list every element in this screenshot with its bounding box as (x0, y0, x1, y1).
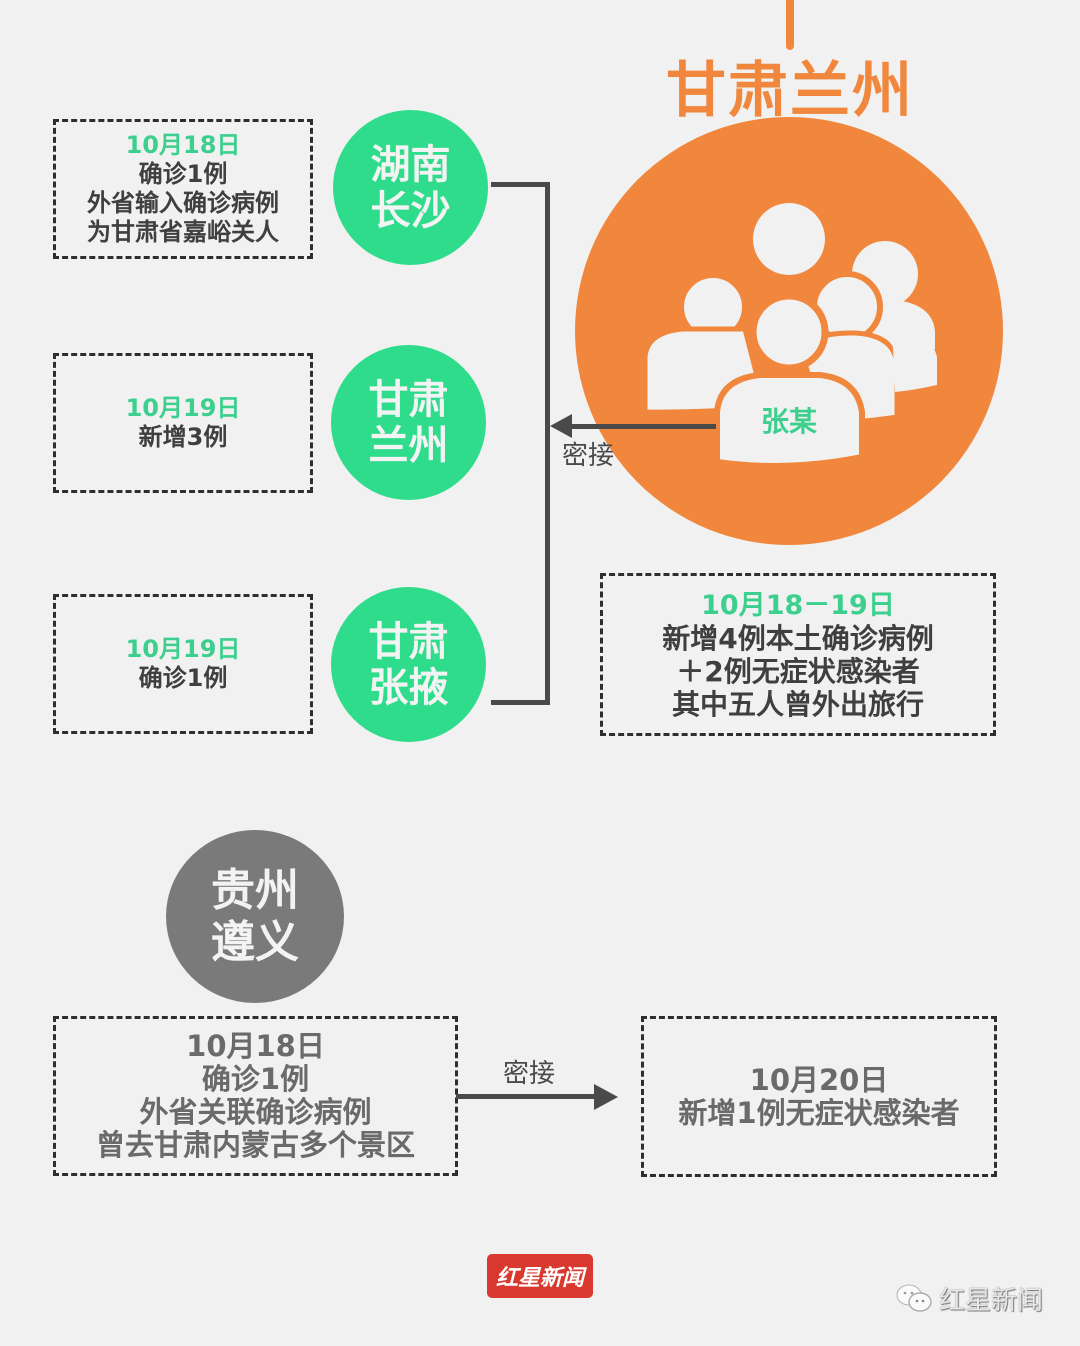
location-info-box: 10月19日 新增3例 (53, 353, 313, 493)
location-name-line: 湖南 (370, 141, 451, 188)
arrow-right-icon (594, 1084, 618, 1110)
guizhou-circle: 贵州 遵义 (166, 830, 344, 1003)
arrow-left-icon (550, 414, 572, 438)
date-label: 10月19日 (125, 394, 241, 422)
date-label: 10月20日 (749, 1062, 889, 1097)
info-line: ＋2例无症状感染者 (676, 654, 920, 688)
contact-arrow-line (456, 1094, 596, 1099)
info-line: 新增4例本土确诊病例 (662, 621, 934, 655)
top-connector-line (786, 0, 794, 50)
info-line: 外省关联确诊病例 (139, 1095, 372, 1129)
location-circle: 湖南 长沙 (333, 110, 488, 265)
date-label: 10月18－19日 (701, 589, 895, 621)
location-circle: 甘肃 兰州 (331, 345, 486, 500)
cluster-summary-box: 10月18－19日 新增4例本土确诊病例 ＋2例无症状感染者 其中五人曾外出旅行 (600, 573, 996, 736)
info-line: 新增1例无症状感染者 (678, 1095, 960, 1130)
location-name-line: 兰州 (368, 422, 449, 469)
bracket-bottom (491, 700, 550, 705)
info-line: 其中五人曾外出旅行 (671, 687, 924, 721)
people-group-icon (642, 203, 937, 469)
location-name-line: 贵州 (211, 864, 299, 916)
location-name-line: 甘肃 (368, 376, 449, 423)
location-name-line: 长沙 (370, 187, 451, 234)
contact-label: 密接 (562, 441, 615, 471)
wechat-account: 红星新闻 (895, 1280, 1043, 1317)
contact-label: 密接 (503, 1059, 556, 1089)
location-name-line: 遵义 (211, 916, 299, 968)
cluster-circle: 张某 (575, 117, 1003, 545)
contact-arrow-line (566, 424, 716, 429)
info-line: 确诊1例 (201, 1062, 310, 1096)
location-circle: 甘肃 张掖 (331, 587, 486, 742)
info-line: 确诊1例 (138, 160, 228, 188)
date-label: 10月19日 (125, 635, 241, 663)
guizhou-source-box: 10月18日 确诊1例 外省关联确诊病例 曾去甘肃内蒙古多个景区 (53, 1016, 458, 1176)
info-line: 新增3例 (138, 423, 228, 451)
date-label: 10月18日 (186, 1029, 325, 1063)
info-line: 为甘肃省嘉峪关人 (87, 218, 279, 246)
info-line: 外省输入确诊病例 (87, 189, 279, 217)
guizhou-target-box: 10月20日 新增1例无症状感染者 (641, 1016, 997, 1177)
cluster-title: 甘肃兰州 (666, 56, 914, 126)
bracket-vertical (545, 182, 550, 705)
info-line: 确诊1例 (138, 664, 228, 692)
location-info-box: 10月18日 确诊1例 外省输入确诊病例 为甘肃省嘉峪关人 (53, 119, 313, 259)
brand-logo-text: 红星新闻 (495, 1265, 584, 1291)
wechat-account-name: 红星新闻 (939, 1286, 1044, 1316)
location-info-box: 10月19日 确诊1例 (53, 594, 313, 734)
location-name-line: 甘肃 (368, 618, 449, 665)
brand-logo: 红星新闻 (487, 1254, 593, 1298)
location-name-line: 张掖 (368, 664, 449, 711)
date-label: 10月18日 (125, 131, 241, 159)
bracket-top (491, 182, 550, 187)
wechat-icon (896, 1284, 932, 1312)
person-label: 张某 (760, 405, 817, 438)
info-line: 曾去甘肃内蒙古多个景区 (95, 1128, 415, 1162)
